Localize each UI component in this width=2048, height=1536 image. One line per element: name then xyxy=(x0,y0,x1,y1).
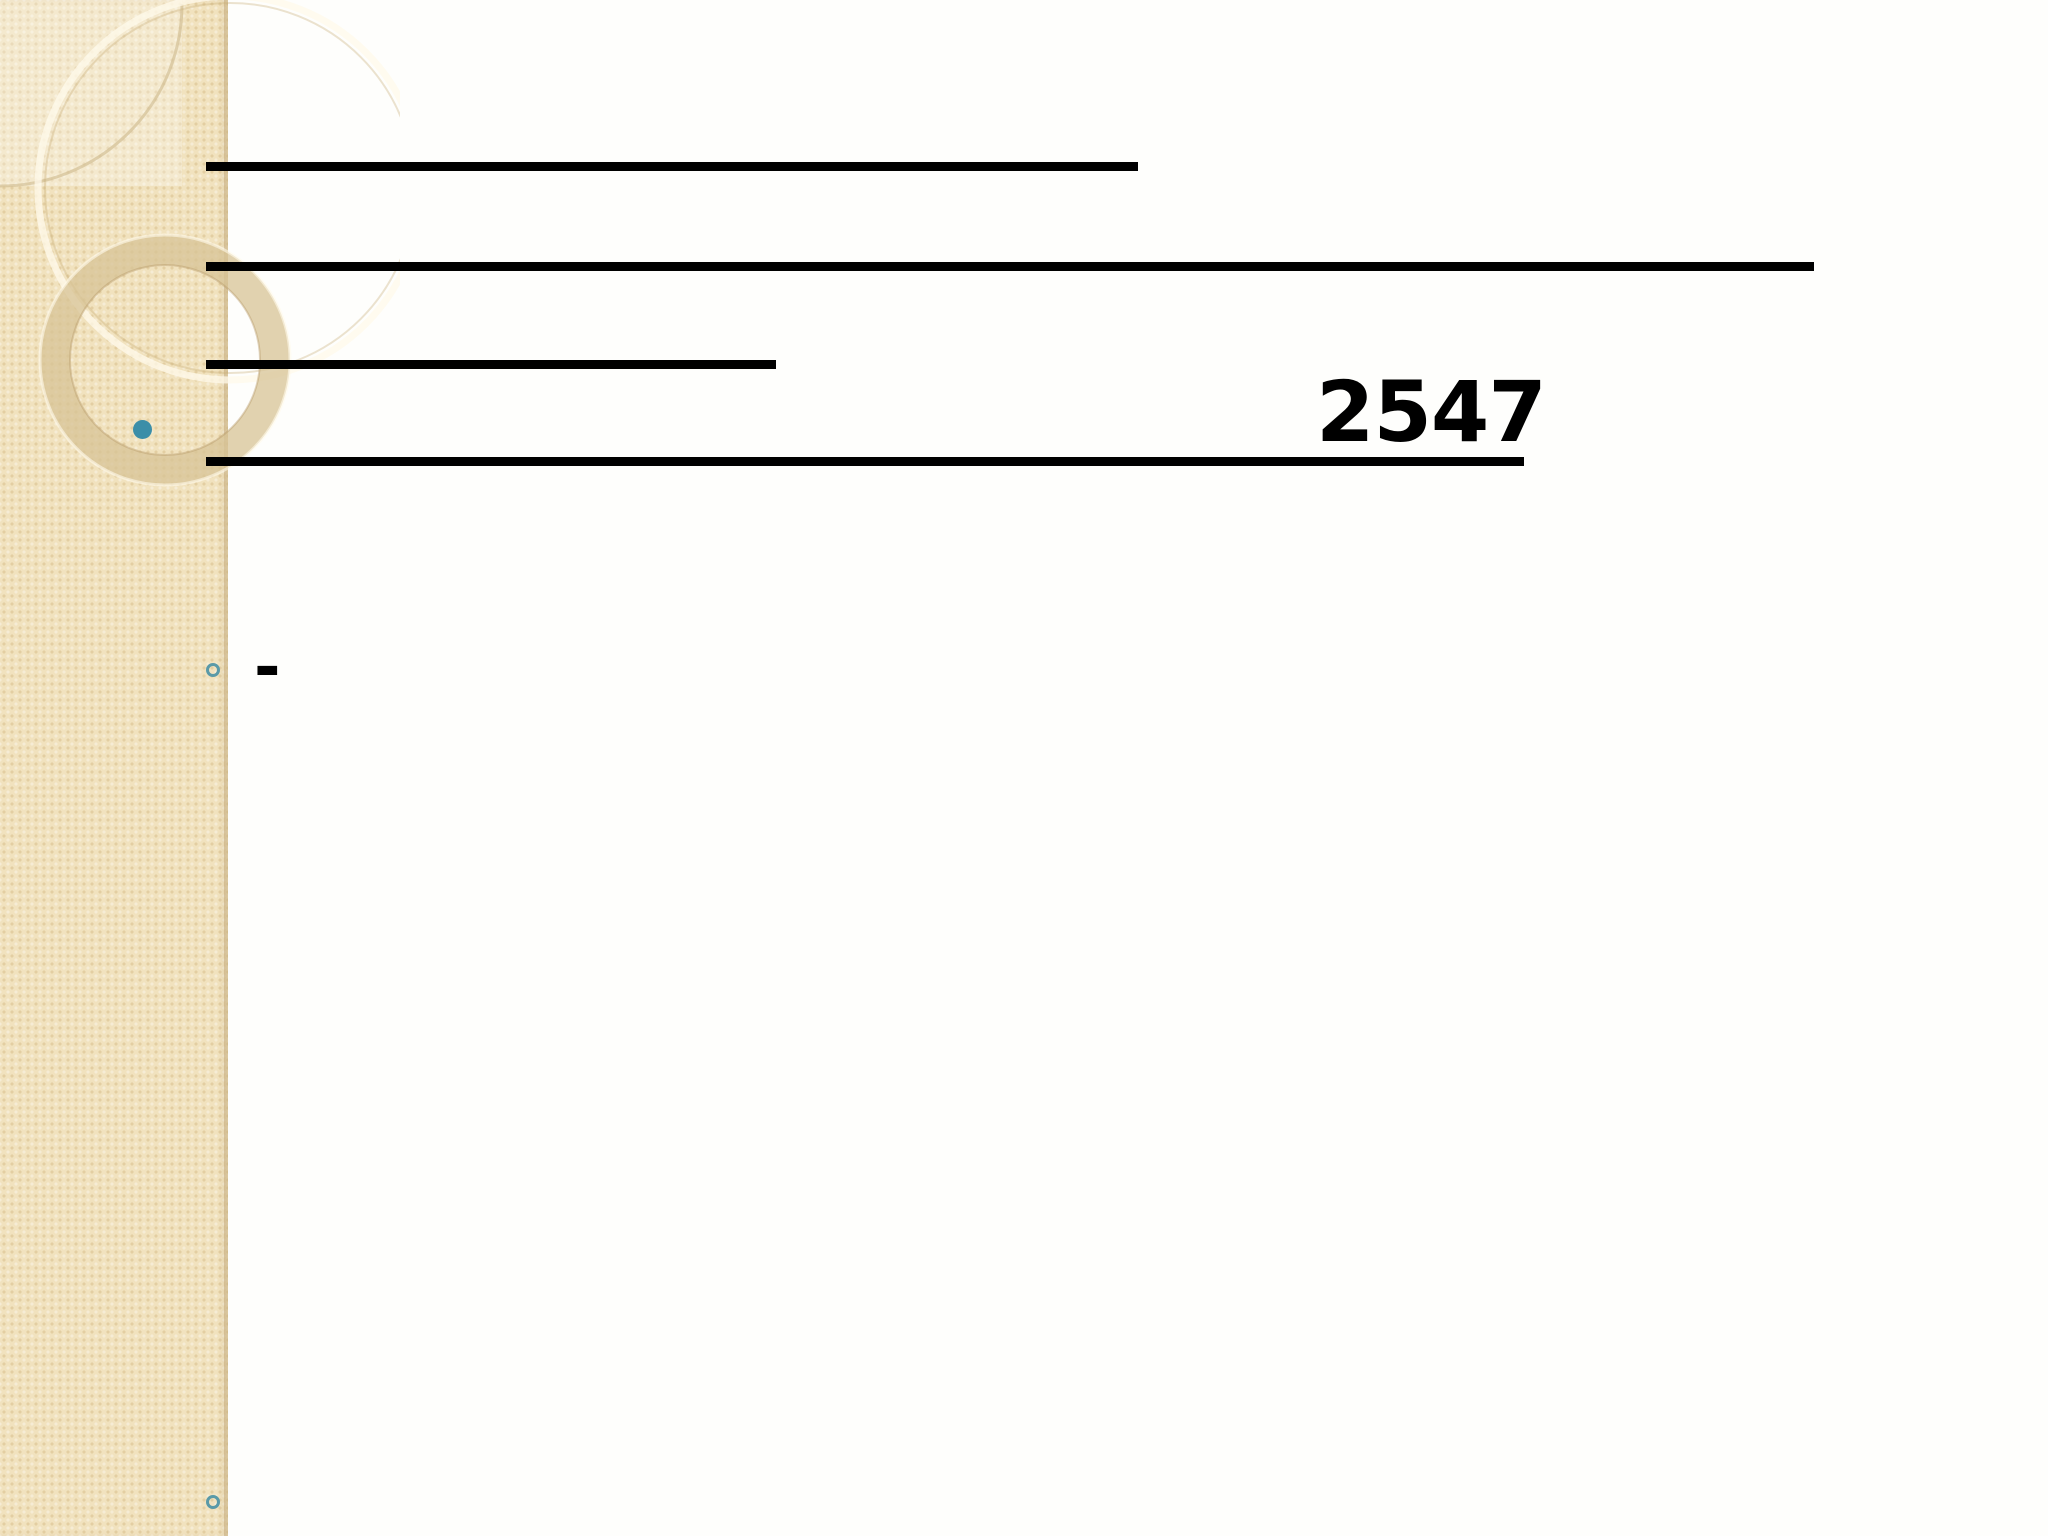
sub-bullet-text: - xyxy=(254,631,281,705)
sub-bullet-icon xyxy=(206,1495,220,1509)
title-bullet-icon xyxy=(133,420,152,439)
title-underline-1 xyxy=(206,162,1138,171)
title-underline-2 xyxy=(206,262,1814,271)
sub-bullet-icon xyxy=(206,663,220,677)
side-decorative-band xyxy=(0,0,228,1536)
title-underline-4 xyxy=(206,457,1524,466)
title-underline-3 xyxy=(206,360,776,369)
title-number: 2547 xyxy=(1316,363,1547,461)
